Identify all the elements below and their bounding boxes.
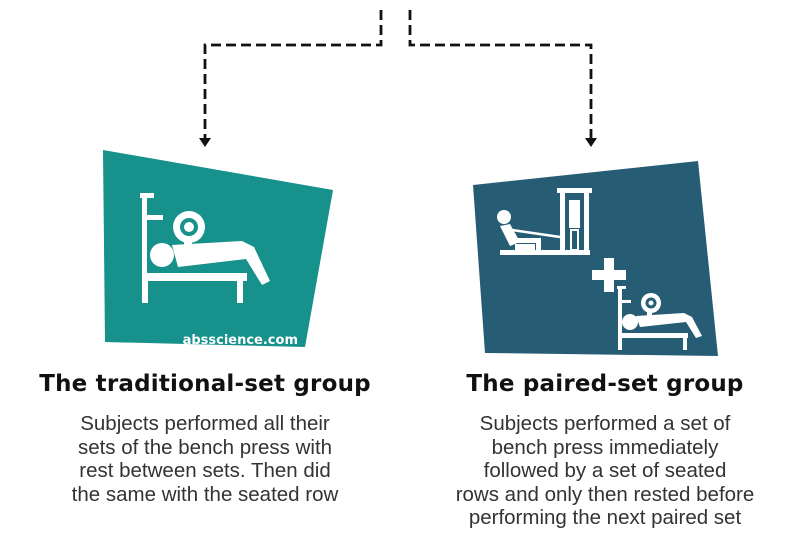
- watermark-text: absscience.com: [183, 333, 298, 348]
- bench-press-icon-small: [617, 286, 702, 350]
- traditional-group-description: Subjects performed all their sets of the…: [20, 412, 390, 506]
- description-line: Subjects performed all their: [80, 412, 330, 435]
- description-line: bench press immediately: [491, 435, 719, 459]
- left-arrowhead-icon: [199, 138, 211, 147]
- paired-group-title: The paired-set group: [466, 371, 744, 397]
- description-line: Subjects performed a set of: [479, 412, 731, 435]
- seated-row-icon: [497, 188, 592, 255]
- description-line: followed by a set of seated: [483, 459, 727, 482]
- description-line: the same with the seated row: [71, 482, 339, 506]
- description-line: sets of the bench press with: [77, 435, 333, 459]
- left-dashed-arrow: [203, 10, 383, 140]
- description-line: rest between sets. Then did: [79, 459, 331, 482]
- right-dashed-arrow: [408, 10, 593, 140]
- traditional-group-title: The traditional-set group: [39, 371, 371, 397]
- description-line: rows and only then rested before: [455, 482, 755, 506]
- paired-set-panel: [473, 161, 718, 356]
- description-line: performing the next paired set: [468, 506, 742, 529]
- paired-group-description: Subjects performed a set of bench press …: [420, 412, 790, 530]
- plus-icon: [592, 258, 626, 292]
- right-arrowhead-icon: [585, 138, 597, 147]
